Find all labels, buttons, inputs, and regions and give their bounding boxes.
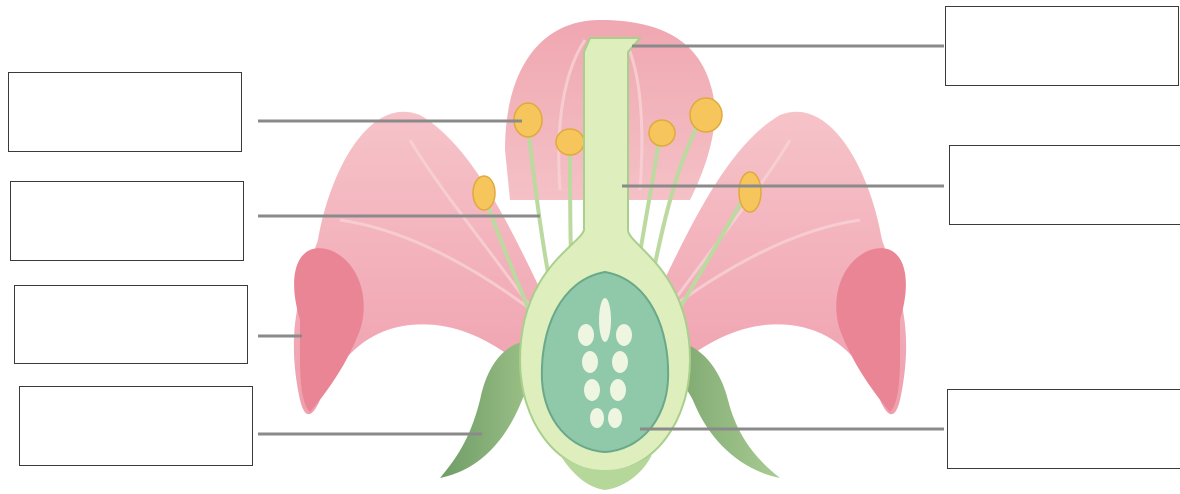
label-box-anther[interactable] — [8, 72, 242, 152]
label-box-petal[interactable] — [14, 285, 248, 364]
petal-right-fold — [836, 248, 906, 412]
label-box-filament[interactable] — [10, 181, 244, 261]
label-box-ovary[interactable] — [947, 389, 1180, 469]
label-box-stigma[interactable] — [945, 6, 1179, 86]
label-box-sepal[interactable] — [19, 386, 253, 466]
petal-left-fold — [294, 248, 364, 412]
label-box-style[interactable] — [949, 145, 1180, 225]
